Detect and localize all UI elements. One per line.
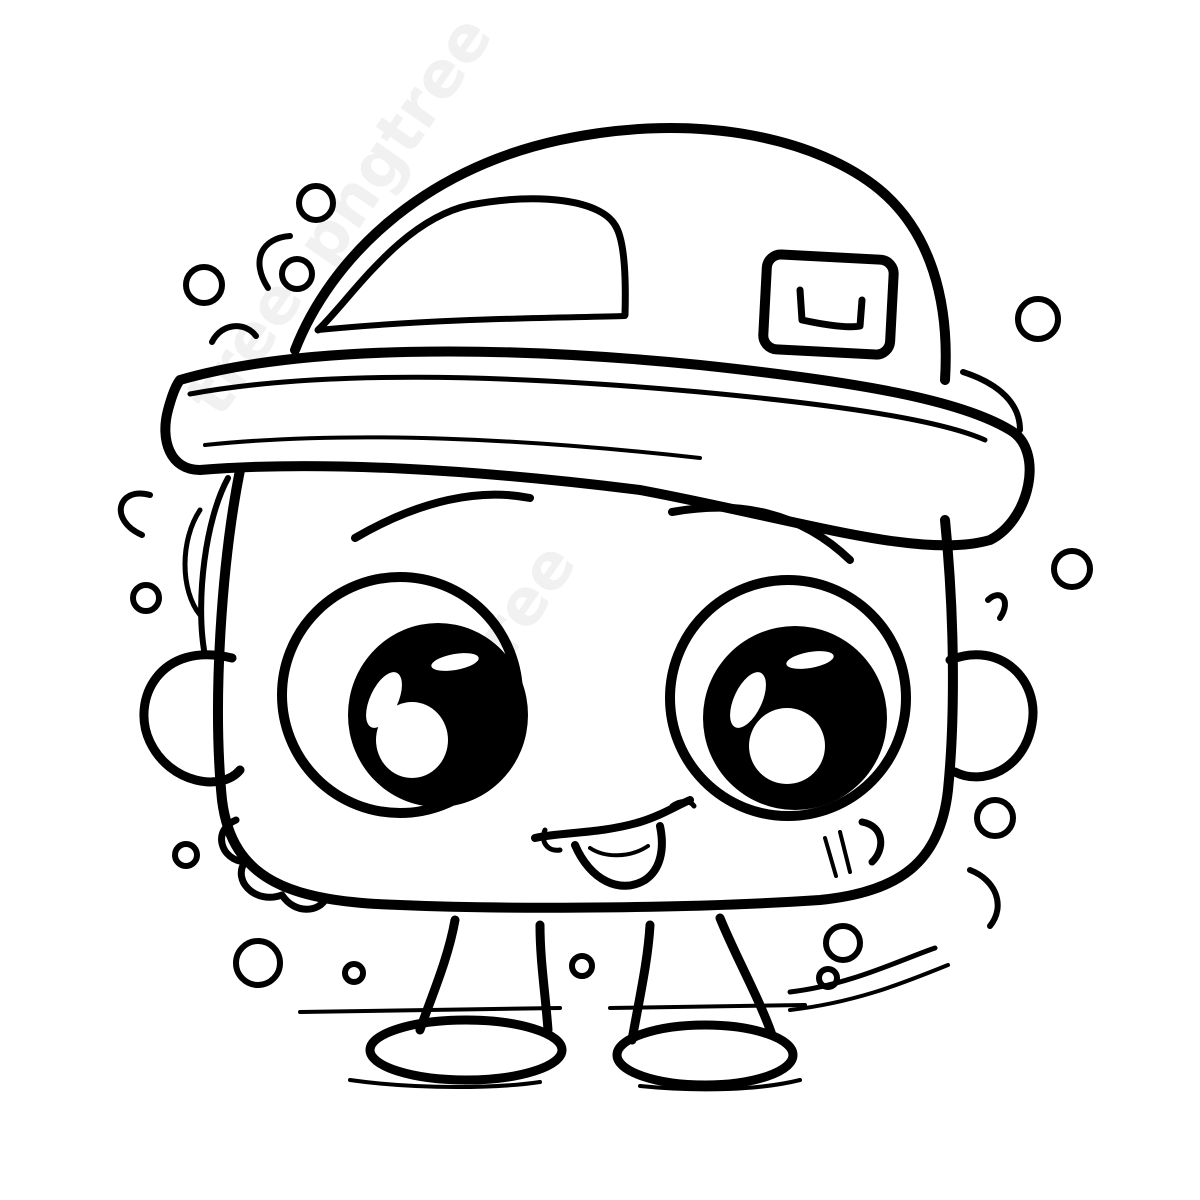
bubble	[279, 256, 315, 292]
decorative-bubbles	[117, 183, 1093, 990]
bubble	[823, 923, 863, 963]
right-leg-inner	[627, 920, 655, 1045]
bubble-swirl	[985, 592, 1008, 621]
left-eye-highlight-small	[431, 653, 479, 671]
mouth-tongue-line	[588, 844, 650, 858]
right-eyebrow	[668, 503, 854, 564]
bubble	[1015, 296, 1061, 342]
bubble-swirl	[967, 867, 1001, 929]
left-ear	[139, 650, 245, 787]
hat-crown-outline	[290, 123, 951, 385]
right-ear	[945, 650, 1038, 782]
hat-crown-seam	[315, 313, 628, 333]
legs	[365, 913, 798, 1090]
right-foot	[612, 1020, 798, 1090]
hat-brim-lower-line	[203, 435, 702, 460]
hat-badge-inner	[796, 286, 866, 331]
bubble-swirl	[209, 323, 259, 345]
hat-brim-outline	[160, 346, 1035, 551]
bubble-swirl	[182, 507, 203, 618]
right-cheek-puff	[858, 818, 885, 866]
left-cheek-puff	[218, 816, 330, 913]
mouth-corner-right	[669, 799, 697, 809]
left-eyebrow	[351, 490, 534, 542]
left-eye-highlight-large	[376, 702, 448, 778]
bubble	[296, 183, 336, 223]
right-eye-highlight-streak	[730, 672, 766, 728]
right-leg-outer	[715, 913, 777, 1040]
left-eye	[277, 572, 528, 818]
left-leg-inner	[535, 920, 553, 1035]
hat-crown-panel	[314, 195, 629, 334]
bubble-swirl	[117, 490, 153, 538]
mouth-top-line	[531, 796, 694, 842]
bubble-swirl	[256, 233, 293, 291]
head-outline	[213, 465, 958, 913]
mouth-corner-left	[541, 827, 563, 853]
bubble	[342, 961, 366, 985]
bubble	[183, 264, 225, 306]
ground-line	[348, 1078, 542, 1089]
bubble	[974, 797, 1016, 839]
left-foot	[365, 1015, 567, 1085]
hat-brim-inner-line	[187, 374, 988, 443]
bubble	[233, 938, 283, 988]
right-eye	[665, 575, 911, 821]
left-eye-rim-reflection	[368, 766, 442, 792]
cheek-line	[823, 836, 838, 878]
bubble	[1051, 548, 1093, 590]
right-eye-highlight-small	[786, 651, 834, 669]
left-leg-outer	[415, 915, 460, 1035]
cheek-line	[838, 830, 852, 874]
bubble	[569, 953, 595, 979]
head-shading-line	[198, 475, 231, 653]
left-eye-highlight-streak	[366, 672, 402, 728]
bubble	[130, 582, 162, 614]
watermark-text-top: pngtree	[282, 2, 507, 279]
ears	[139, 650, 1038, 787]
hat-brim-edge	[960, 369, 1023, 433]
mouth	[531, 796, 697, 890]
motion-line	[787, 945, 938, 995]
mouth-lower-line	[571, 822, 666, 890]
motion-line	[788, 963, 950, 1012]
right-eye-socket	[665, 575, 911, 821]
right-eye-highlight-large	[749, 708, 825, 784]
ground-line	[638, 1078, 802, 1092]
hat-badge-outer	[758, 249, 899, 360]
bubble	[172, 841, 200, 869]
